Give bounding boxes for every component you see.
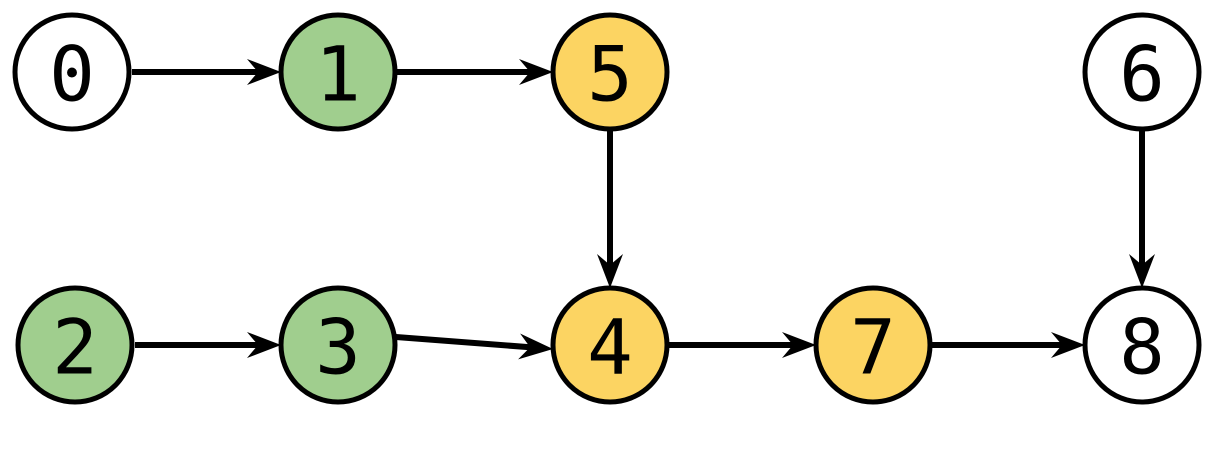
- node-6[interactable]: 6: [1082, 12, 1202, 132]
- node-circle-1[interactable]: [278, 12, 398, 132]
- edge-5-to-4: [597, 131, 623, 288]
- edge-6-to-8: [1129, 131, 1155, 288]
- arrow-head-icon: [597, 254, 623, 288]
- node-label-5: 5: [587, 30, 633, 119]
- node-3[interactable]: 3: [278, 285, 398, 405]
- node-circle-8[interactable]: [1082, 285, 1202, 405]
- node-label-6: 6: [1119, 30, 1165, 119]
- edge-2-to-3: [135, 332, 281, 358]
- edges-layer: [132, 59, 1155, 360]
- node-label-4: 4: [587, 303, 633, 392]
- node-label-2: 2: [52, 303, 98, 392]
- node-circle-4[interactable]: [550, 285, 670, 405]
- node-circle-7[interactable]: [813, 285, 933, 405]
- edge-3-to-4: [395, 333, 553, 360]
- node-5[interactable]: 5: [550, 12, 670, 132]
- arrow-head-icon: [247, 59, 281, 85]
- edge-4-to-7: [669, 332, 816, 358]
- nodes-layer: 0 1 5 6 2 3 4 7 8: [12, 12, 1202, 405]
- node-circle-6[interactable]: [1082, 12, 1202, 132]
- edge-line: [395, 334, 531, 351]
- node-8[interactable]: 8: [1082, 285, 1202, 405]
- arrow-head-icon: [247, 332, 281, 358]
- node-label-3: 3: [315, 303, 361, 392]
- node-label-1: 1: [315, 30, 361, 119]
- node-7[interactable]: 7: [813, 285, 933, 405]
- node-circle-5[interactable]: [550, 12, 670, 132]
- node-circle-2[interactable]: [15, 285, 135, 405]
- arrow-head-icon: [518, 333, 553, 360]
- edge-1-to-5: [397, 59, 553, 85]
- node-label-8: 8: [1119, 303, 1165, 392]
- arrow-head-icon: [782, 332, 816, 358]
- node-circle-3[interactable]: [278, 285, 398, 405]
- node-label-7: 7: [850, 303, 896, 392]
- node-2[interactable]: 2: [15, 285, 135, 405]
- edge-7-to-8: [932, 332, 1085, 358]
- arrow-head-icon: [1051, 332, 1085, 358]
- node-1[interactable]: 1: [278, 12, 398, 132]
- arrow-head-icon: [1129, 254, 1155, 288]
- node-4[interactable]: 4: [550, 285, 670, 405]
- arrow-head-icon: [519, 59, 553, 85]
- node-0[interactable]: 0: [12, 12, 132, 132]
- node-label-0: 0: [49, 30, 95, 119]
- edge-0-to-1: [132, 59, 281, 85]
- node-circle-0[interactable]: [12, 12, 132, 132]
